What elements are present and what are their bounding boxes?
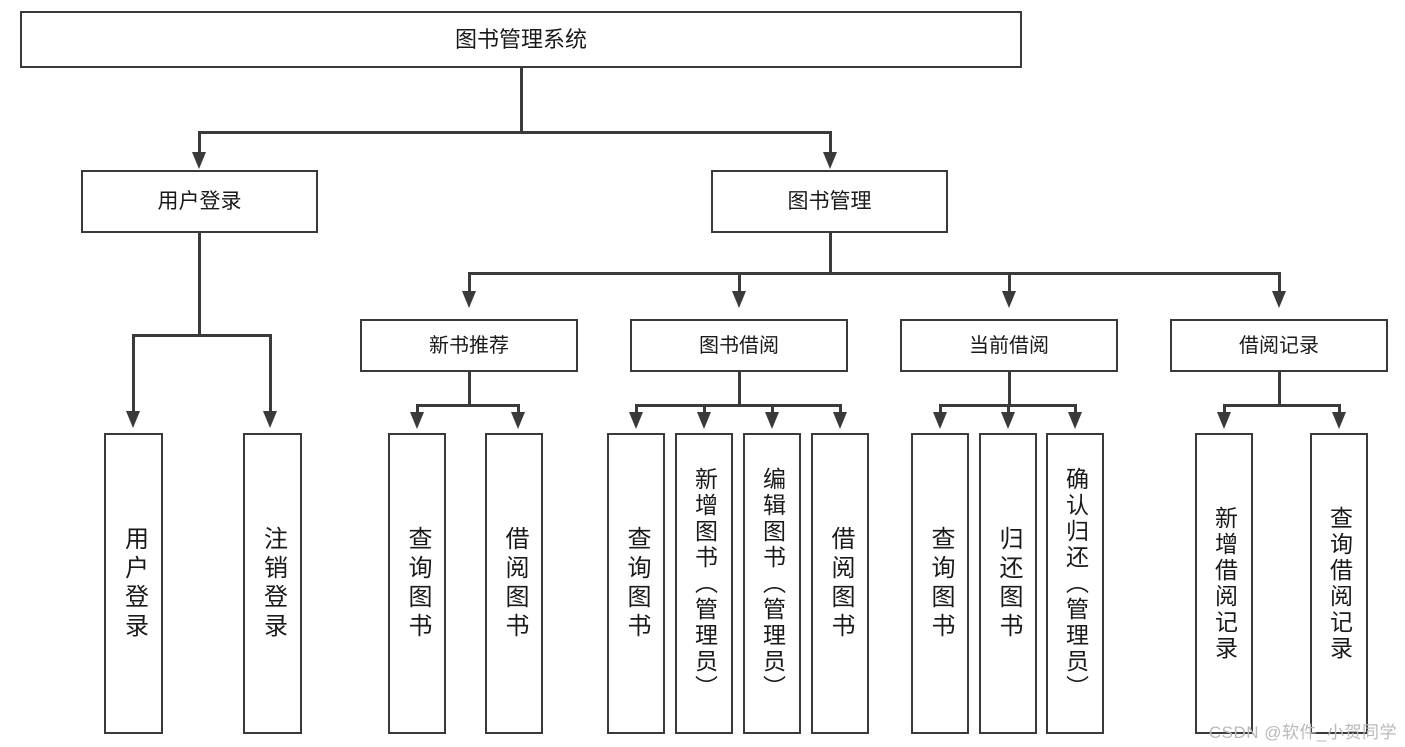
- node-book-management[interactable]: 图书管理: [711, 170, 948, 233]
- connector-br-branch-2: [1338, 404, 1341, 416]
- node-new-book-recommend[interactable]: 新书推荐: [360, 319, 578, 372]
- node-user-login[interactable]: 用户登录: [81, 170, 318, 233]
- node-leaf-logout[interactable]: 注销登录: [243, 433, 302, 734]
- arrowhead-to-user-login: [192, 152, 206, 169]
- node-label: 用户登录: [120, 525, 148, 642]
- connector-bb-branch-3: [771, 404, 774, 416]
- connector-bb-branch-4: [839, 404, 842, 416]
- connector-root-stem: [520, 68, 523, 133]
- connector-cb-branch-3: [1074, 404, 1077, 416]
- arrowhead-leaf-query-book-1: [410, 412, 424, 429]
- connector-br-bus: [1223, 404, 1341, 407]
- node-leaf-return-book[interactable]: 归还图书: [979, 433, 1037, 734]
- connector-nbr-bus: [416, 404, 520, 407]
- arrowhead-leaf-borrow-book-1: [511, 412, 525, 429]
- arrowhead-leaf-query-book-2: [629, 412, 643, 429]
- node-label: 注销登录: [259, 525, 287, 642]
- watermark-text: CSDN @软件_小贺同学: [1208, 723, 1397, 742]
- connector-bb-stem: [738, 372, 741, 406]
- arrowhead-leaf-edit-book: [765, 412, 779, 429]
- node-leaf-query-book-1[interactable]: 查询图书: [388, 433, 446, 734]
- node-leaf-borrow-book-1[interactable]: 借阅图书: [485, 433, 543, 734]
- node-label: 归还图书: [995, 525, 1022, 642]
- connector-nbr-branch-2: [517, 404, 520, 416]
- connector-bm-branch-4: [1278, 272, 1281, 294]
- node-leaf-confirm-return[interactable]: 确认归还（管理员）: [1046, 433, 1104, 734]
- arrowhead-leaf-return-book: [1001, 412, 1015, 429]
- node-label: 查询借阅记录: [1326, 505, 1353, 662]
- node-leaf-borrow-book-2[interactable]: 借阅图书: [811, 433, 869, 734]
- arrowhead-new-book-recommend: [462, 291, 476, 308]
- connector-book-management-bus: [468, 272, 1280, 275]
- arrowhead-leaf-confirm-return: [1068, 412, 1082, 429]
- arrowhead-book-borrow: [732, 291, 746, 308]
- node-root-system[interactable]: 图书管理系统: [20, 11, 1022, 68]
- node-label: 图书管理系统: [454, 26, 587, 52]
- connector-nbr-branch-1: [416, 404, 419, 416]
- connector-bb-branch-1: [635, 404, 638, 416]
- node-borrow-record[interactable]: 借阅记录: [1170, 319, 1388, 372]
- arrowhead-borrow-record: [1272, 291, 1286, 308]
- connector-cb-branch-1: [939, 404, 942, 416]
- arrowhead-current-borrow: [1002, 291, 1016, 308]
- node-current-borrow[interactable]: 当前借阅: [900, 319, 1118, 372]
- connector-cb-stem: [1008, 372, 1011, 406]
- node-leaf-query-record[interactable]: 查询借阅记录: [1310, 433, 1368, 734]
- node-leaf-add-book[interactable]: 新增图书（管理员）: [675, 433, 733, 734]
- connector-bm-branch-1: [468, 272, 471, 294]
- node-label: 查询图书: [404, 525, 431, 642]
- connector-user-login-stem: [198, 233, 201, 336]
- connector-user-login-branch-2: [269, 334, 272, 414]
- arrowhead-leaf-user-login: [126, 411, 140, 428]
- node-label: 查询图书: [927, 525, 954, 642]
- connector-br-branch-1: [1223, 404, 1226, 416]
- node-book-borrow[interactable]: 图书借阅: [630, 319, 848, 372]
- arrowhead-leaf-add-record: [1217, 412, 1231, 429]
- arrowhead-to-book-management: [823, 152, 837, 169]
- node-label: 当前借阅: [969, 334, 1049, 357]
- node-label: 新增图书（管理员）: [691, 466, 718, 701]
- connector-cb-branch-2: [1007, 404, 1010, 416]
- node-leaf-query-book-3[interactable]: 查询图书: [911, 433, 969, 734]
- node-label: 图书借阅: [699, 334, 779, 357]
- node-leaf-add-record[interactable]: 新增借阅记录: [1195, 433, 1253, 734]
- node-leaf-edit-book[interactable]: 编辑图书（管理员）: [743, 433, 801, 734]
- node-label: 新书推荐: [429, 334, 509, 357]
- connector-bb-bus: [635, 404, 841, 407]
- connector-nbr-stem: [468, 372, 471, 406]
- connector-bb-branch-2: [703, 404, 706, 416]
- connector-br-stem: [1278, 372, 1281, 406]
- connector-root-to-book-management: [829, 131, 832, 155]
- connector-root-bus: [198, 131, 832, 134]
- node-label: 查询图书: [623, 525, 650, 642]
- connector-user-login-branch-1: [132, 334, 135, 414]
- connector-root-to-user-login: [198, 131, 201, 155]
- node-label: 确认归还（管理员）: [1062, 466, 1089, 701]
- node-label: 新增借阅记录: [1211, 505, 1238, 662]
- node-label: 借阅记录: [1239, 334, 1319, 357]
- arrowhead-leaf-add-book: [697, 412, 711, 429]
- arrowhead-leaf-query-record: [1332, 412, 1346, 429]
- node-label: 图书管理: [787, 190, 872, 213]
- connector-book-management-stem: [829, 233, 832, 274]
- connector-bm-branch-3: [1008, 272, 1011, 294]
- arrowhead-leaf-query-book-3: [933, 412, 947, 429]
- node-label: 编辑图书（管理员）: [759, 466, 786, 701]
- arrowhead-leaf-logout: [263, 411, 277, 428]
- node-label: 用户登录: [157, 190, 242, 213]
- arrowhead-leaf-borrow-book-2: [833, 412, 847, 429]
- connector-bm-branch-2: [738, 272, 741, 294]
- node-leaf-query-book-2[interactable]: 查询图书: [607, 433, 665, 734]
- node-leaf-user-login[interactable]: 用户登录: [104, 433, 163, 734]
- connector-user-login-bus: [132, 334, 271, 337]
- node-label: 借阅图书: [827, 525, 854, 642]
- node-label: 借阅图书: [501, 525, 528, 642]
